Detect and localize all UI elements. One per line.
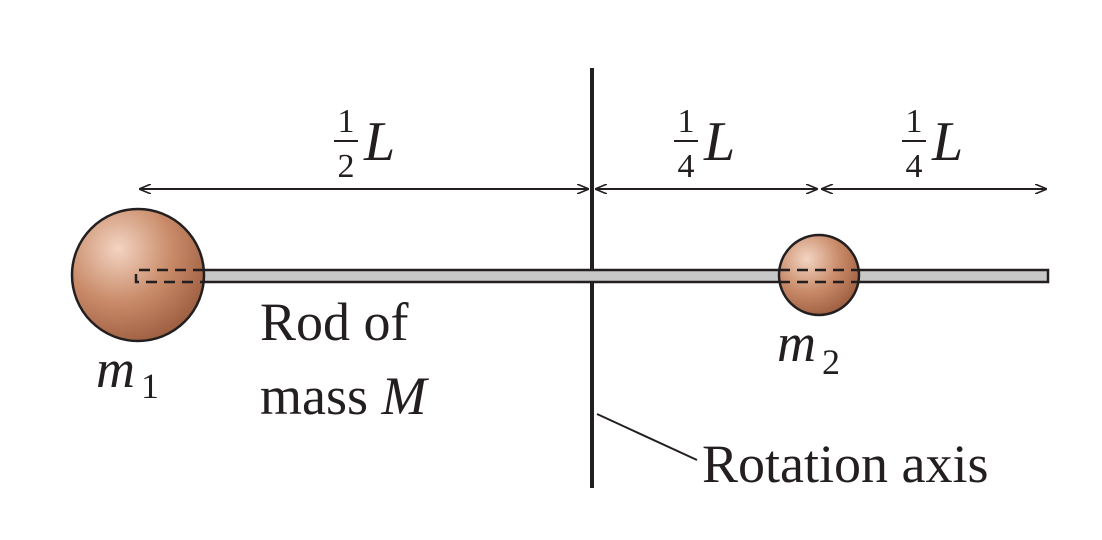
- mass-1-hidden-rod-outline: [134, 268, 204, 284]
- dimension-label-quarter-L-1: 1 4 L: [674, 103, 735, 185]
- fraction-numerator: 1: [906, 103, 923, 140]
- rotation-axis-label: Rotation axis: [702, 434, 988, 494]
- rod-mass-symbol: M: [381, 366, 430, 426]
- fraction-numerator: 1: [678, 103, 695, 140]
- axis-leader-line: [596, 413, 698, 461]
- mass-1-subscript: 1: [141, 366, 159, 406]
- mass-2-subscript: 2: [822, 342, 840, 382]
- mass-2-label: m 2: [777, 313, 840, 382]
- fraction-denominator: 4: [678, 148, 695, 185]
- dimension-label-quarter-L-2: 1 4 L: [902, 103, 963, 185]
- fraction-denominator: 4: [906, 148, 923, 185]
- rod-label-line-1: Rod of: [260, 292, 409, 352]
- mass-2-sphere: [777, 233, 861, 317]
- length-symbol: L: [363, 111, 395, 173]
- rod-label: Rod of mass M: [260, 292, 430, 426]
- length-symbol: L: [931, 111, 963, 173]
- rod: [134, 268, 1050, 284]
- dimension-label-half-L: 1 2 L: [334, 103, 395, 185]
- fraction-denominator: 2: [338, 148, 355, 185]
- mass-2-symbol: m: [777, 313, 816, 373]
- mass-1-label: m 1: [96, 339, 159, 406]
- length-symbol: L: [703, 111, 735, 173]
- rod-label-mass-word: mass: [260, 366, 382, 426]
- rod-label-line-2: mass M: [260, 366, 430, 426]
- mass-1-sphere: [70, 207, 206, 343]
- fraction-numerator: 1: [338, 103, 355, 140]
- mass-1-symbol: m: [96, 339, 135, 399]
